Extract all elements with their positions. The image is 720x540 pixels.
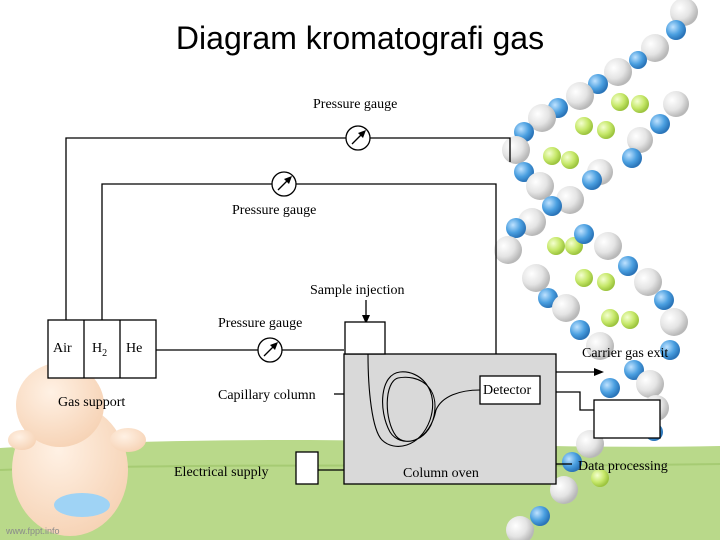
- gas-h2-subscript: 2: [102, 347, 108, 359]
- data-processing-box: [593, 399, 661, 439]
- data-processing-label: Data processing: [578, 459, 668, 474]
- gas-air-label: Air: [53, 341, 72, 356]
- electrical-supply-label: Electrical supply: [174, 465, 269, 480]
- capillary-coil: [367, 353, 481, 447]
- capillary-column-label: Capillary column: [218, 388, 316, 403]
- pressure-gauge-low: [257, 337, 283, 363]
- diagram-lines: [65, 137, 598, 471]
- slide-title: Diagram kromatografi gas: [175, 20, 545, 56]
- gas-h2-label: H2: [92, 342, 107, 359]
- detector-label: Detector: [483, 383, 532, 398]
- gas-support-label: Gas support: [58, 395, 126, 410]
- column-oven: [343, 353, 557, 485]
- footer-url: www.fppt.info: [6, 526, 60, 536]
- dna-helix: [494, 0, 698, 540]
- gas-support-box: [47, 319, 157, 379]
- pressure-gauge-top-label: Pressure gauge: [313, 97, 398, 112]
- pressure-gauge-low-label: Pressure gauge: [218, 316, 303, 331]
- pressure-gauge-mid: [271, 171, 297, 197]
- sample-injector: [344, 321, 386, 355]
- column-oven-label: Column oven: [403, 466, 479, 481]
- electrical-supply-box: [295, 451, 319, 485]
- carrier-gas-exit-label: Carrier gas exit: [582, 346, 669, 361]
- gas-he-label: He: [126, 341, 143, 356]
- pressure-gauge-top: [345, 125, 371, 151]
- gas-h2-letter: H: [92, 341, 103, 356]
- pressure-gauge-mid-label: Pressure gauge: [232, 203, 317, 218]
- sample-injection-label: Sample injection: [310, 283, 405, 298]
- baby-illustration: [8, 363, 146, 536]
